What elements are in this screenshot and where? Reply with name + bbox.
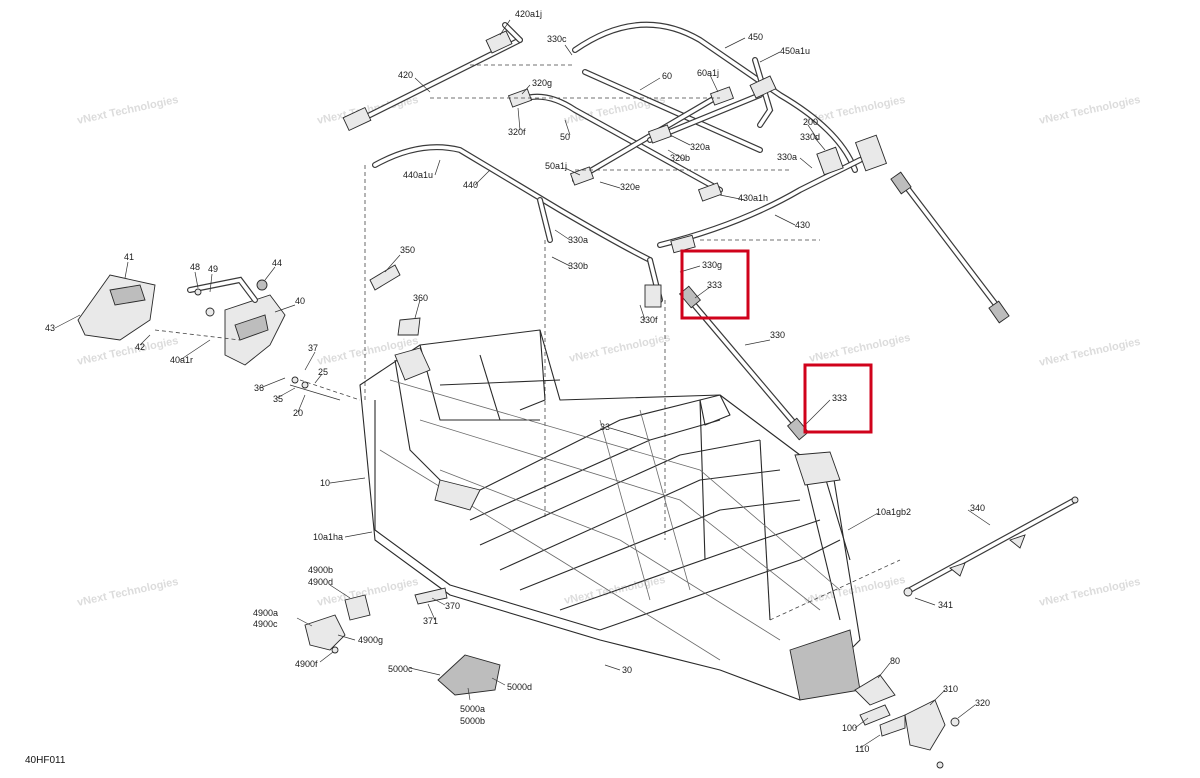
callout-label: 25: [318, 367, 328, 377]
roll-cage: [342, 21, 888, 540]
callout-label: 60: [662, 71, 672, 81]
callout-label: 330f: [640, 315, 658, 325]
callout-label: 48: [190, 262, 200, 272]
watermark: vNext Technologies: [803, 574, 906, 607]
callout-label: 4900d: [308, 577, 333, 587]
callout-label: 37: [308, 343, 318, 353]
callout-label: 41: [124, 252, 134, 262]
callout-label: 35: [273, 394, 283, 404]
callout-label: 50a1j: [545, 161, 567, 171]
callout-label: 320b: [670, 153, 690, 163]
callout-label: 440: [463, 180, 478, 190]
watermark: vNext Technologies: [568, 332, 671, 365]
callout-label: 320f: [508, 127, 526, 137]
main-frame: [359, 329, 861, 701]
leader-lines: [54, 19, 991, 749]
callout-label: 320e: [620, 182, 640, 192]
shaft-340: [769, 496, 1079, 621]
callout-label: 200: [803, 117, 818, 127]
callout-label: 341: [938, 600, 953, 610]
callout-label: 340: [970, 503, 985, 513]
callout-label: 40: [295, 296, 305, 306]
callout-label: 5000b: [460, 716, 485, 726]
callout-labels: 420a1j 330c 450 450a1u 420 60 60a1j 320g…: [45, 9, 990, 754]
callout-label: 371: [423, 616, 438, 626]
watermark: vNext Technologies: [76, 576, 179, 609]
watermark: vNext Technologies: [1038, 336, 1141, 369]
callout-label: 40a1r: [170, 355, 193, 365]
callout-label: 36: [254, 383, 264, 393]
callout-label: 50: [560, 132, 570, 142]
brace-330: [678, 171, 1010, 441]
callout-label: 20: [293, 408, 303, 418]
callout-label: 80: [890, 656, 900, 666]
callout-label: 10a1ha: [313, 532, 343, 542]
highlight-box-333: [803, 363, 873, 434]
callout-label: 4900b: [308, 565, 333, 575]
bottom-parts: [304, 587, 960, 769]
callout-label: 370: [445, 601, 460, 611]
watermark: vNext Technologies: [1038, 576, 1141, 609]
callout-label: 330a: [777, 152, 797, 162]
callout-label: 5000a: [460, 704, 485, 714]
callout-label: 330g: [702, 260, 722, 270]
watermark: vNext Technologies: [76, 335, 179, 368]
callout-label: 330a: [568, 235, 588, 245]
callout-label: 360: [413, 293, 428, 303]
callout-label: 430: [795, 220, 810, 230]
callout-label: 320a: [690, 142, 710, 152]
highlight-box-330g-333: [680, 249, 750, 320]
callout-label: 450a1u: [780, 46, 810, 56]
highlight-boxes: [680, 249, 873, 434]
callout-label: 330c: [547, 34, 567, 44]
watermark: vNext Technologies: [808, 332, 911, 365]
callout-label: 333: [707, 280, 722, 290]
callout-label: 10a1gb2: [876, 507, 911, 517]
callout-label: 33: [600, 422, 610, 432]
callout-label: 450: [748, 32, 763, 42]
callout-label: 4900c: [253, 619, 278, 629]
diagram-code: 40HF011: [25, 755, 66, 766]
callout-label: 320g: [532, 78, 552, 88]
callout-label: 310: [943, 684, 958, 694]
callout-label: 10: [320, 478, 330, 488]
callout-label: 60a1j: [697, 68, 719, 78]
callout-label: 42: [135, 342, 145, 352]
watermark: vNext Technologies: [1038, 94, 1141, 127]
callout-label: 440a1u: [403, 170, 433, 180]
callout-label: 4900a: [253, 608, 278, 618]
callout-label: 350: [400, 245, 415, 255]
callout-label: 100: [842, 723, 857, 733]
callout-label: 44: [272, 258, 282, 268]
callout-label: 330b: [568, 261, 588, 271]
callout-label: 110: [855, 744, 869, 754]
callout-label: 320: [975, 698, 990, 708]
callout-label: 420: [398, 70, 413, 80]
callout-label: 49: [208, 264, 218, 274]
watermark: vNext Technologies: [76, 94, 179, 127]
callout-label: 333: [832, 393, 847, 403]
callout-label: 43: [45, 323, 55, 333]
callout-label: 30: [622, 665, 632, 675]
callout-label: 5000c: [388, 664, 413, 674]
callout-label: 4900g: [358, 635, 383, 645]
callout-label: 5000d: [507, 682, 532, 692]
callout-label: 330d: [800, 132, 820, 142]
callout-label: 420a1j: [515, 9, 542, 19]
callout-label: 330: [770, 330, 785, 340]
callout-label: 430a1h: [738, 193, 768, 203]
left-side-parts: [77, 264, 421, 401]
callout-label: 4900f: [295, 659, 318, 669]
